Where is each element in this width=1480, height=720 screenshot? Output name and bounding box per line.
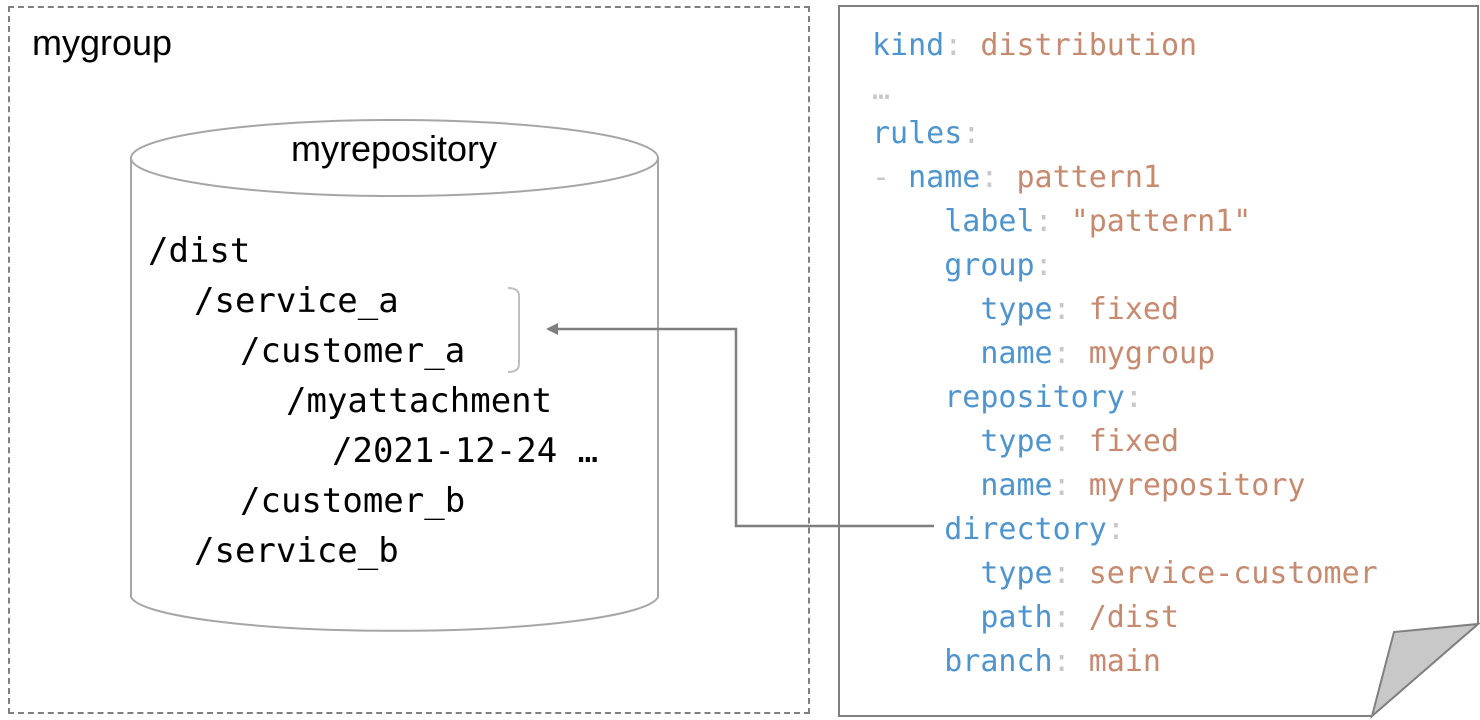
config-line: label: "pattern1" — [944, 204, 1252, 239]
tree-item: /dist — [148, 231, 251, 271]
config-key: name — [980, 468, 1053, 503]
config-key: branch — [944, 644, 1053, 679]
tree-item: /2021-12-24 … — [332, 431, 599, 471]
config-key: rules — [872, 116, 963, 151]
config-value: fixed — [1088, 424, 1180, 459]
config-line: - name: pattern1 — [872, 160, 1162, 195]
config-ellipsis: … — [872, 72, 891, 107]
config-value: mygroup — [1088, 336, 1216, 371]
config-line: type: fixed — [980, 424, 1180, 459]
tree-item: /service_b — [194, 531, 399, 571]
config-line: branch: main — [944, 644, 1161, 679]
tree-item: /customer_a — [240, 331, 466, 371]
config-key: type — [980, 424, 1053, 459]
config-line: type: service-customer — [980, 556, 1378, 591]
repository-cylinder-top — [130, 119, 659, 197]
config-line: type: fixed — [980, 292, 1180, 327]
config-key: name — [908, 160, 981, 195]
config-key: directory — [944, 512, 1107, 547]
page-fold-corner — [1370, 622, 1480, 719]
config-line: … — [872, 68, 1378, 112]
config-value: main — [1088, 644, 1161, 679]
group-container — [8, 6, 810, 714]
config-key: path — [980, 600, 1053, 635]
config-value: distribution — [980, 28, 1198, 63]
config-value: service-customer — [1088, 556, 1378, 591]
tree-item: /myattachment — [286, 381, 553, 421]
directory-connector-arrow — [546, 323, 934, 528]
config-value: fixed — [1088, 292, 1180, 327]
tree-item: /service_a — [194, 281, 399, 321]
config-line: rules: — [872, 116, 981, 151]
config-line: path: /dist — [980, 600, 1180, 635]
directory-bracket — [507, 287, 520, 373]
config-line: repository: — [944, 380, 1143, 415]
config-line: kind: distribution — [872, 28, 1198, 63]
tree-item: /customer_b — [240, 481, 466, 521]
config-value: myrepository — [1088, 468, 1306, 503]
config-key: name — [980, 336, 1053, 371]
config-key: type — [980, 556, 1053, 591]
directory-tree: /dist/service_a/customer_a/myattachment /… — [148, 226, 598, 576]
config-key: group — [944, 248, 1035, 283]
config-key: type — [980, 292, 1053, 327]
config-key: label — [944, 204, 1035, 239]
config-value: /dist — [1088, 600, 1180, 635]
config-key: kind — [872, 28, 945, 63]
config-yaml: kind: distribution … rules: - name: pattern… — [872, 24, 1378, 684]
group-label: mygroup — [32, 22, 173, 63]
config-value: pattern1 — [1016, 160, 1162, 195]
config-line: name: myrepository — [980, 468, 1306, 503]
config-line: group: — [944, 248, 1053, 283]
repository-label: myrepository — [290, 128, 498, 169]
config-line: name: mygroup — [980, 336, 1216, 371]
config-line: directory: — [944, 512, 1125, 547]
config-key: repository — [944, 380, 1125, 415]
config-value: "pattern1" — [1070, 204, 1252, 239]
repository-cylinder-body — [130, 158, 659, 632]
